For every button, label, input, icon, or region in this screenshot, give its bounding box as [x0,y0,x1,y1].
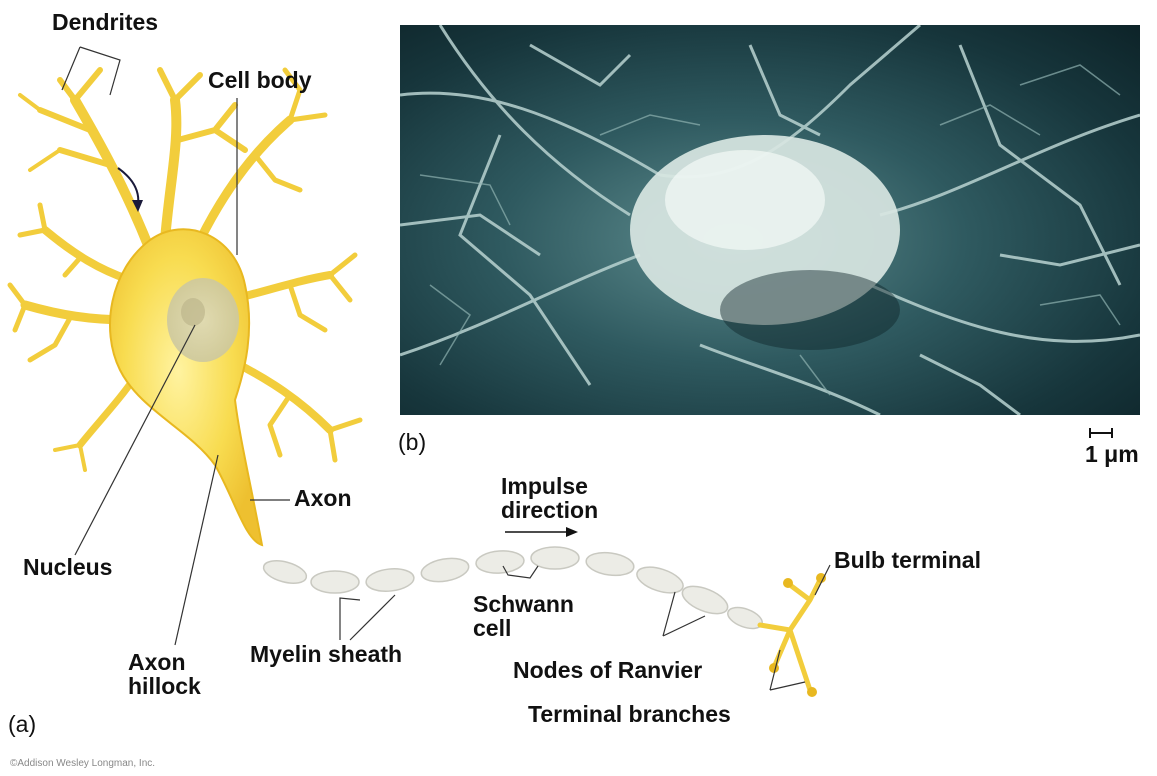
label-nucleus: Nucleus [23,555,112,579]
label-terminal-branches: Terminal branches [528,702,731,726]
terminal-branch-lines [760,580,820,690]
label-dendrites: Dendrites [52,10,158,34]
label-schwann-cell: Schwann cell [473,592,603,640]
micrograph-cell-shadow [720,270,900,350]
micrograph-cell-highlight [665,150,825,250]
label-impulse-direction: Impulse direction [501,474,631,522]
nucleus-shape [167,278,239,362]
scale-bar [1090,428,1112,438]
copyright: ©Addison Wesley Longman, Inc. [10,758,155,769]
micrograph-fibers [400,25,1140,415]
panel-b-tag: (b) [398,430,426,454]
label-axon-hillock: Axon hillock [128,650,238,698]
impulse-arrowhead [566,527,578,537]
scale-bar-label: 1 μm [1085,442,1139,466]
cell-body [110,229,262,545]
label-myelin-sheath: Myelin sheath [250,642,402,666]
panel-a-tag: (a) [8,712,36,736]
label-nodes-of-ranvier: Nodes of Ranvier [513,658,702,682]
nucleolus [181,298,205,326]
label-cell-body: Cell body [208,68,312,92]
micrograph [400,25,1140,415]
label-bulb-terminal: Bulb terminal [834,548,981,572]
label-axon: Axon [294,486,352,510]
